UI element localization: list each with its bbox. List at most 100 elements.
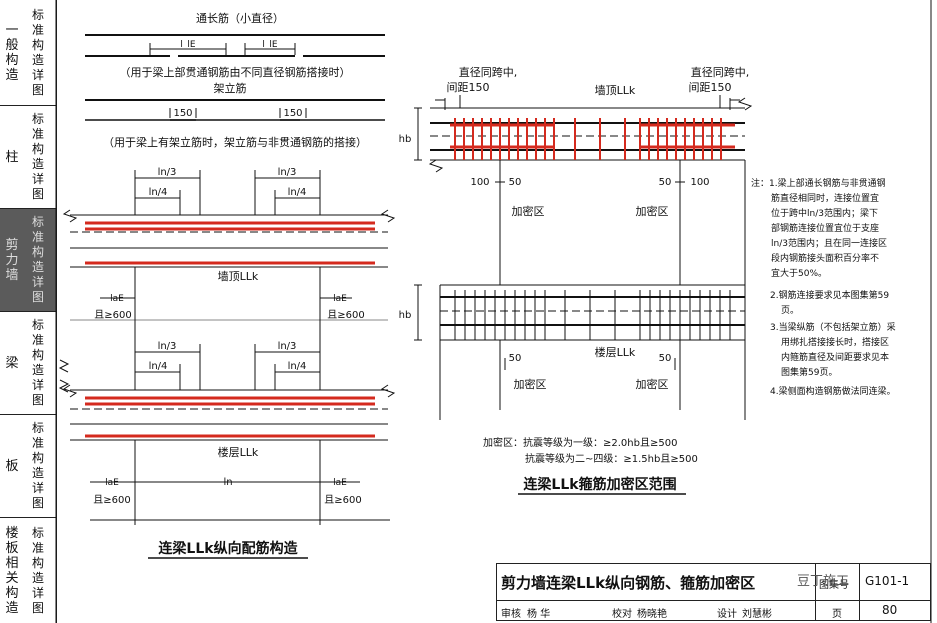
note-line: 2.钢筋连接要求见本图集第59	[770, 289, 889, 301]
page-number: 80	[882, 603, 898, 617]
tab-general-construction[interactable]: 一般构造 标准构造详图	[0, 0, 56, 106]
tab-main-label: 剪力墙	[5, 237, 19, 283]
review-label: 审核	[501, 609, 521, 620]
note-line: 筋直径相同时，连接位置宜	[771, 192, 879, 204]
dim-lae: laE	[105, 478, 119, 488]
same-span-label: 直径同跨中,	[459, 65, 518, 79]
notes-block: 注：1.梁上部通长钢筋与非贯通钢 筋直径相同时，连接位置宜 位于跨中ln/3范围…	[751, 177, 896, 397]
dense-zone-label: 加密区	[512, 204, 545, 218]
tab-main-label: 楼板相关构造	[5, 525, 19, 616]
dim-lae: laE	[110, 294, 124, 304]
note-line: ln/3范围内；且在同一连接区	[771, 237, 887, 249]
floor-beam-label: 楼层LLk	[218, 445, 259, 459]
dim-ln3: ln/3	[158, 341, 177, 352]
note-line: 3.当梁纵筋（不包括架立筋）采	[770, 321, 896, 333]
dense-zone-label: 加密区	[636, 377, 669, 391]
check-label: 校对	[612, 609, 632, 620]
frame-rebar-label: 架立筋	[214, 81, 247, 95]
floor-beam-label: 楼层LLk	[595, 345, 636, 359]
right-caption: 连梁LLk箍筋加密区范围	[523, 476, 676, 493]
note-line: 段内钢筋接头面积百分率不	[771, 252, 879, 264]
designer-name: 刘慧彬	[742, 609, 772, 620]
lap-length-label: l_lE	[180, 40, 196, 50]
dim-150: 150	[283, 108, 302, 119]
title-block: 剪力墙连梁LLk纵向钢筋、箍筋加密区 图集号 G101-1 页 80 审核 杨 …	[496, 563, 931, 621]
dim-ln4: ln/4	[149, 187, 168, 198]
atlas-number: G101-1	[865, 574, 910, 588]
dim-ge600: 且≥600	[327, 309, 364, 321]
dense-rule-2: 抗震等级为二~四级：≥1.5hb且≥500	[525, 452, 698, 465]
stirrups	[454, 118, 722, 160]
note-line: 页。	[781, 305, 799, 316]
dim-ln4: ln/4	[288, 361, 307, 372]
dim-50: 50	[659, 177, 672, 188]
tab-slab-related[interactable]: 楼板相关构造 标准构造详图	[0, 518, 56, 623]
tab-beam[interactable]: 梁 标准构造详图	[0, 312, 56, 415]
dim-lae: laE	[333, 478, 347, 488]
floor-stirrups	[454, 290, 731, 340]
dim-ge600: 且≥600	[93, 494, 130, 506]
hb-label: hb	[399, 310, 412, 321]
left-caption: 连梁LLk纵向配筋构造	[158, 540, 297, 557]
dim-lae: laE	[333, 294, 347, 304]
tab-sub-label: 标准构造详图	[31, 215, 44, 304]
note-line: 内箍筋直径及间距要求见本	[781, 351, 889, 363]
sidebar: 一般构造 标准构造详图 柱 标准构造详图 剪力墙 标准构造详图 梁 标准构造详图…	[0, 0, 57, 623]
dim-100: 100	[470, 177, 489, 188]
dim-ln4: ln/4	[149, 361, 168, 372]
dim-ln3: ln/3	[278, 341, 297, 352]
tab-sub-label: 标准构造详图	[31, 421, 44, 510]
dim-ge600: 且≥600	[324, 494, 361, 506]
tab-sub-label: 标准构造详图	[31, 525, 44, 615]
dim-ge600: 且≥600	[94, 309, 131, 321]
spacing-label: 间距150	[689, 81, 732, 94]
design-label: 设计	[717, 609, 737, 620]
tab-main-label: 一般构造	[5, 22, 19, 83]
dense-zone-label: 加密区	[514, 377, 547, 391]
checker-name: 杨晓艳	[637, 609, 667, 620]
note-line: 注：1.梁上部通长钢筋与非贯通钢	[751, 177, 886, 189]
top-beam-label: 墙顶LLk	[595, 83, 636, 97]
note-line: 用绑扎搭接接长时，搭接区	[781, 336, 889, 348]
dim-50: 50	[659, 353, 672, 364]
dense-zone-label: 加密区	[636, 204, 669, 218]
tab-sub-label: 标准构造详图	[31, 7, 44, 97]
hb-label: hb	[399, 134, 412, 145]
tab-column[interactable]: 柱 标准构造详图	[0, 106, 56, 209]
note-lap-different-dia: （用于梁上部贯通钢筋由不同直径钢筋搭接时）	[120, 65, 351, 79]
dim-ln3: ln/3	[158, 167, 177, 178]
dense-rule-1: 加密区：抗震等级为一级：≥2.0hb且≥500	[483, 436, 677, 449]
tab-main-label: 梁	[5, 355, 19, 371]
page-label: 页	[832, 609, 842, 620]
watermark-logo: 豆丁施工	[797, 574, 850, 589]
dim-150: 150	[173, 108, 192, 119]
dim-100: 100	[690, 177, 709, 188]
top-beam-label: 墙顶LLk	[218, 269, 259, 283]
top-rebar-label: 通长筋（小直径）	[196, 11, 284, 25]
note-line: 图集第59页。	[781, 366, 837, 378]
atlas-label: 图集号	[819, 580, 849, 591]
tab-sub-label: 标准构造详图	[31, 318, 44, 407]
dim-ln: ln	[223, 477, 232, 488]
note-line: 宜大于50%。	[771, 267, 827, 279]
dim-50: 50	[509, 177, 522, 188]
drawing-title: 剪力墙连梁LLk纵向钢筋、箍筋加密区	[501, 573, 756, 592]
tab-main-label: 柱	[5, 149, 19, 165]
reviewer-name: 杨 华	[527, 609, 551, 620]
lap-length-label: l_lE	[262, 40, 278, 50]
tab-sub-label: 标准构造详图	[31, 112, 44, 201]
note-line: 4.梁侧面构造钢筋做法同连梁。	[770, 385, 896, 397]
dim-ln3: ln/3	[278, 167, 297, 178]
tab-shear-wall[interactable]: 剪力墙 标准构造详图	[0, 209, 56, 312]
rebar-lines	[85, 123, 735, 438]
spacing-label: 间距150	[447, 81, 490, 94]
tab-slab[interactable]: 板 标准构造详图	[0, 415, 56, 518]
tab-main-label: 板	[5, 458, 19, 474]
dim-50: 50	[509, 353, 522, 364]
note-frame-lap: （用于梁上有架立筋时，架立筋与非贯通钢筋的搭接）	[103, 135, 367, 149]
note-line: 部钢筋连接位置宜位于支座	[771, 222, 879, 234]
note-line: 位于跨中ln/3范围内；梁下	[771, 207, 878, 219]
dim-ln4: ln/4	[288, 187, 307, 198]
same-span-label: 直径同跨中,	[691, 65, 750, 79]
